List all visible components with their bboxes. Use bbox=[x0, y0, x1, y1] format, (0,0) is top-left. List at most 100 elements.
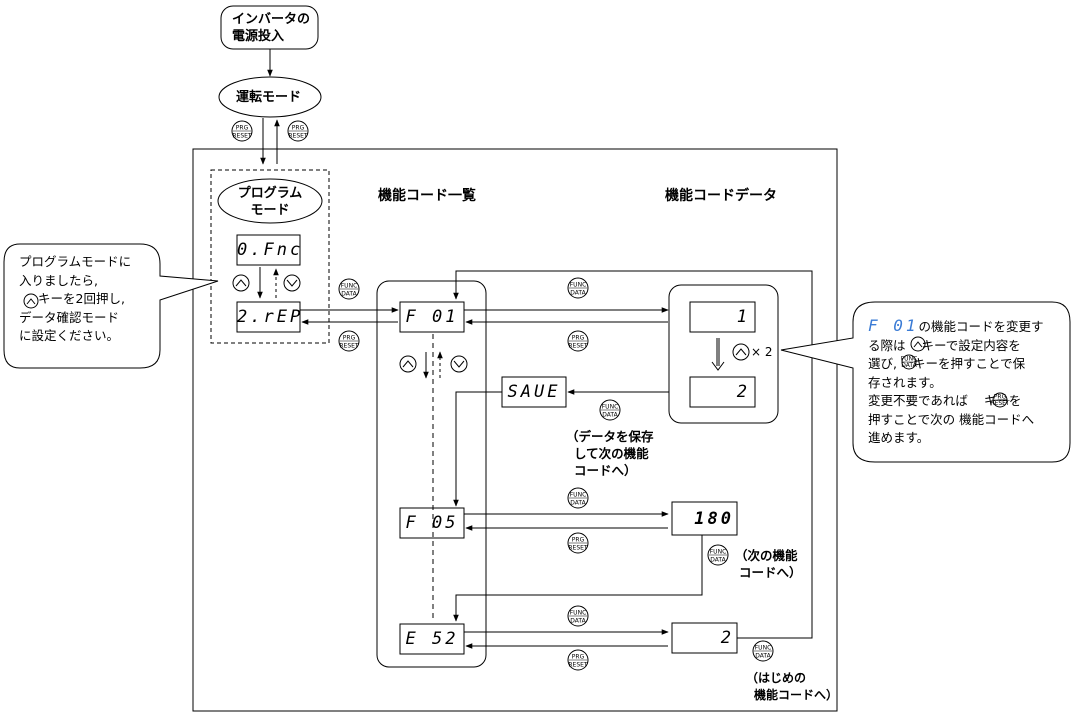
save-note: （データを保存 して次の機能 コードへ） bbox=[566, 428, 654, 479]
right-callout-line2b: キーで設定内容を bbox=[921, 337, 1021, 353]
rep-display-box bbox=[236, 301, 301, 333]
right-callout-line3: 選び, キーを押すことで保 bbox=[868, 355, 1044, 374]
e52-display-box bbox=[399, 623, 465, 655]
func-data-key-bottom-label: DATA bbox=[570, 618, 586, 625]
prg-reset-key-bottom-label: RESET bbox=[568, 343, 588, 350]
right-callout-text: F 01の機能コードを変更す る際はキーで設定内容を 選び,キーを押すことで保 … bbox=[868, 317, 1044, 448]
data-2-display: 2 bbox=[736, 382, 750, 402]
left-callout bbox=[3, 243, 219, 369]
function-code-list-title: 機能コード一覧 bbox=[378, 188, 476, 204]
save-note-line3: コードへ） bbox=[574, 463, 637, 478]
func-data-key-icon bbox=[599, 399, 621, 421]
right-callout-line7: 進めます。 bbox=[868, 430, 930, 445]
func-data-key-bottom-label: DATA bbox=[602, 412, 618, 419]
next-note-line2: コードへ） bbox=[739, 565, 802, 580]
func-data-key-bottom-label: DATA bbox=[710, 557, 726, 564]
data-180-display: 180 bbox=[694, 509, 734, 529]
fnc-display: 0.Fnc bbox=[237, 240, 304, 260]
func-data-key-bottom-label: DATA bbox=[341, 291, 357, 298]
prg-reset-key-bottom-label: RESET bbox=[568, 662, 588, 669]
func-data-key-icon bbox=[567, 277, 589, 299]
save-note-line1: （データを保存 bbox=[566, 429, 654, 444]
left-callout-line5: に設定ください。 bbox=[19, 328, 120, 343]
left-callout-line4: データ確認モード bbox=[19, 309, 120, 325]
prg-reset-key-top-label: PRG bbox=[572, 537, 585, 544]
arrow-save-to-f05 bbox=[453, 391, 502, 507]
power-on-line1: インバータの bbox=[232, 12, 311, 27]
prg-reset-key-icon bbox=[567, 649, 589, 671]
func-data-key-top-label: FUNC bbox=[341, 283, 358, 290]
save-note-line2: して次の機能 bbox=[574, 446, 649, 461]
program-mode-frame bbox=[192, 148, 838, 712]
up-key-icon bbox=[23, 293, 39, 309]
left-callout-text: プログラムモードに 入りましたら, キーを2回押し, データ確認モード に設定く… bbox=[19, 253, 131, 346]
f05-display: F 05 bbox=[405, 513, 459, 533]
down-key-icon bbox=[450, 355, 468, 373]
right-callout-line3b: キーを押すことで保 bbox=[912, 356, 1026, 371]
data-e52-display: 2 bbox=[720, 628, 734, 648]
func-data-key-icon bbox=[901, 354, 917, 370]
next-note: （次の機能 コードへ） bbox=[735, 547, 802, 581]
prg-reset-key-top-label: PRG bbox=[343, 335, 356, 342]
right-callout-line5a: 変更不要であれば bbox=[868, 393, 968, 408]
first-note-line2: 機能コードへ） bbox=[754, 688, 839, 702]
func-data-key-top-label: FUNC bbox=[570, 282, 587, 289]
left-callout-line3: キーを2回押し, bbox=[38, 291, 125, 306]
arrow-180-to-e52 bbox=[453, 535, 703, 622]
func-data-key-icon bbox=[707, 544, 729, 566]
right-callout-line2: る際はキーで設定内容を bbox=[868, 337, 1044, 356]
e52-display: E 52 bbox=[405, 629, 459, 649]
data-1-display: 1 bbox=[736, 307, 750, 327]
prg-reset-key-bottom-label: RESET bbox=[288, 133, 308, 140]
prg-reset-key-bottom-label: RESET bbox=[568, 545, 588, 552]
prg-reset-key-top-label: PRG bbox=[236, 125, 249, 132]
function-code-list-box bbox=[376, 280, 487, 668]
func-data-key-icon bbox=[338, 278, 360, 300]
rep-display: 2.rEP bbox=[237, 307, 304, 327]
right-callout-line5b: キーを bbox=[983, 393, 1022, 408]
arrow-loop-to-f01 bbox=[453, 270, 813, 639]
program-mode-line1: プログラム bbox=[237, 186, 303, 201]
up-key-icon bbox=[732, 343, 750, 361]
f01-display-box bbox=[399, 301, 465, 333]
data-edit-box bbox=[668, 284, 779, 424]
func-data-key-icon bbox=[752, 640, 774, 662]
power-on-line2: 電源投入 bbox=[232, 29, 285, 44]
fnc-display-box bbox=[236, 234, 301, 266]
func-data-key-bottom-label: DATA bbox=[570, 500, 586, 507]
right-callout-line2a: る際は bbox=[868, 337, 906, 353]
right-callout-line3a: 選び, bbox=[868, 356, 897, 371]
next-note-line1: （次の機能 bbox=[735, 548, 798, 563]
prg-reset-key-top-label: PRG bbox=[994, 394, 1007, 401]
f05-display-box bbox=[399, 507, 465, 539]
func-data-key-top-label: FUNC bbox=[570, 610, 587, 617]
prg-reset-key-bottom-label: RESET bbox=[990, 400, 1010, 407]
first-note: （はじめの 機能コードへ） bbox=[746, 670, 838, 704]
prg-reset-key-icon bbox=[992, 392, 1008, 408]
func-data-key-bottom-label: DATA bbox=[570, 290, 586, 297]
program-mode-line2: モード bbox=[250, 203, 290, 218]
data-2-display-box bbox=[689, 376, 756, 408]
prg-reset-key-icon bbox=[338, 330, 360, 352]
program-mode-ellipse bbox=[217, 178, 323, 224]
f01-display: F 01 bbox=[405, 307, 459, 327]
save-display-box bbox=[501, 376, 567, 408]
func-data-key-top-label: FUNC bbox=[755, 645, 772, 652]
right-callout-line1-text: の機能コードを変更す bbox=[918, 319, 1044, 334]
prg-reset-key-icon bbox=[567, 330, 589, 352]
func-data-key-bottom-label: DATA bbox=[901, 362, 917, 369]
save-display: SAUE bbox=[507, 382, 561, 402]
prg-reset-key-top-label: PRG bbox=[572, 335, 585, 342]
func-data-key-bottom-label: DATA bbox=[755, 653, 771, 660]
data-180-display-box bbox=[671, 501, 738, 536]
func-data-key-top-label: FUNC bbox=[570, 492, 587, 499]
run-mode-ellipse bbox=[218, 76, 322, 118]
prg-reset-key-icon bbox=[567, 532, 589, 554]
prg-reset-key-top-label: PRG bbox=[292, 125, 305, 132]
up-key-icon bbox=[399, 355, 417, 373]
func-data-key-top-label: FUNC bbox=[901, 356, 918, 363]
up-key-icon bbox=[910, 336, 926, 352]
func-data-key-icon bbox=[567, 487, 589, 509]
right-callout-line4: 存されます。 bbox=[868, 374, 942, 390]
